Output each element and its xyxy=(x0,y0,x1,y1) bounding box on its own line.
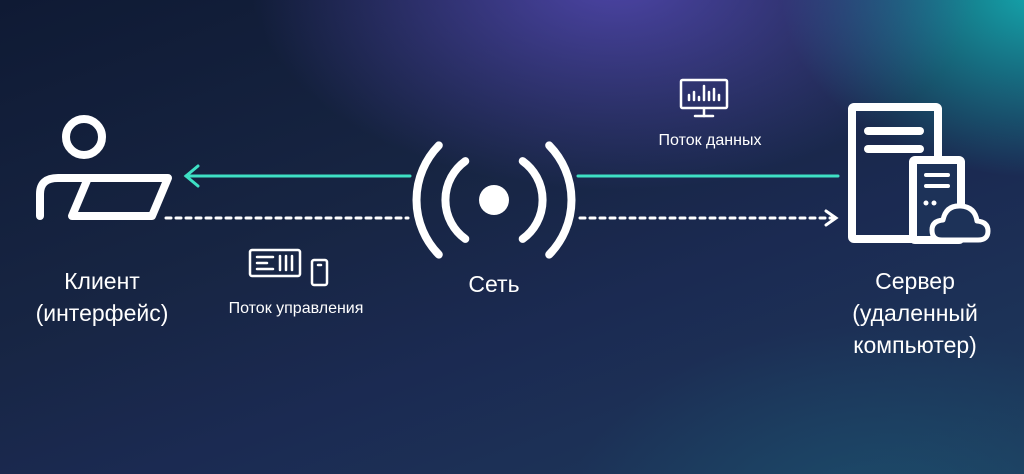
keyboard-and-phone-icon xyxy=(248,248,329,287)
monitor-chart-icon xyxy=(679,78,729,118)
data-flow-arrow-left xyxy=(183,164,412,188)
server-with-cloud-icon xyxy=(848,103,991,244)
control-flow-arrow xyxy=(164,209,839,227)
server-label-line2: (удаленный xyxy=(852,300,978,326)
server-label-line3: компьютер) xyxy=(853,332,977,358)
broadcast-signal-icon xyxy=(412,141,576,259)
network-label: Сеть xyxy=(468,271,520,297)
person-at-laptop-icon xyxy=(36,115,172,220)
client-label-line2: (интерфейс) xyxy=(35,300,169,326)
control-flow-label: Поток управления xyxy=(228,300,364,317)
server-label: Сервер (удаленный компьютер) xyxy=(820,265,1010,361)
client-label-line1: Клиент xyxy=(64,268,140,294)
server-label-line1: Сервер xyxy=(875,268,955,294)
data-flow-label: Поток данных xyxy=(658,132,762,149)
client-label: Клиент (интерфейс) xyxy=(12,265,192,329)
